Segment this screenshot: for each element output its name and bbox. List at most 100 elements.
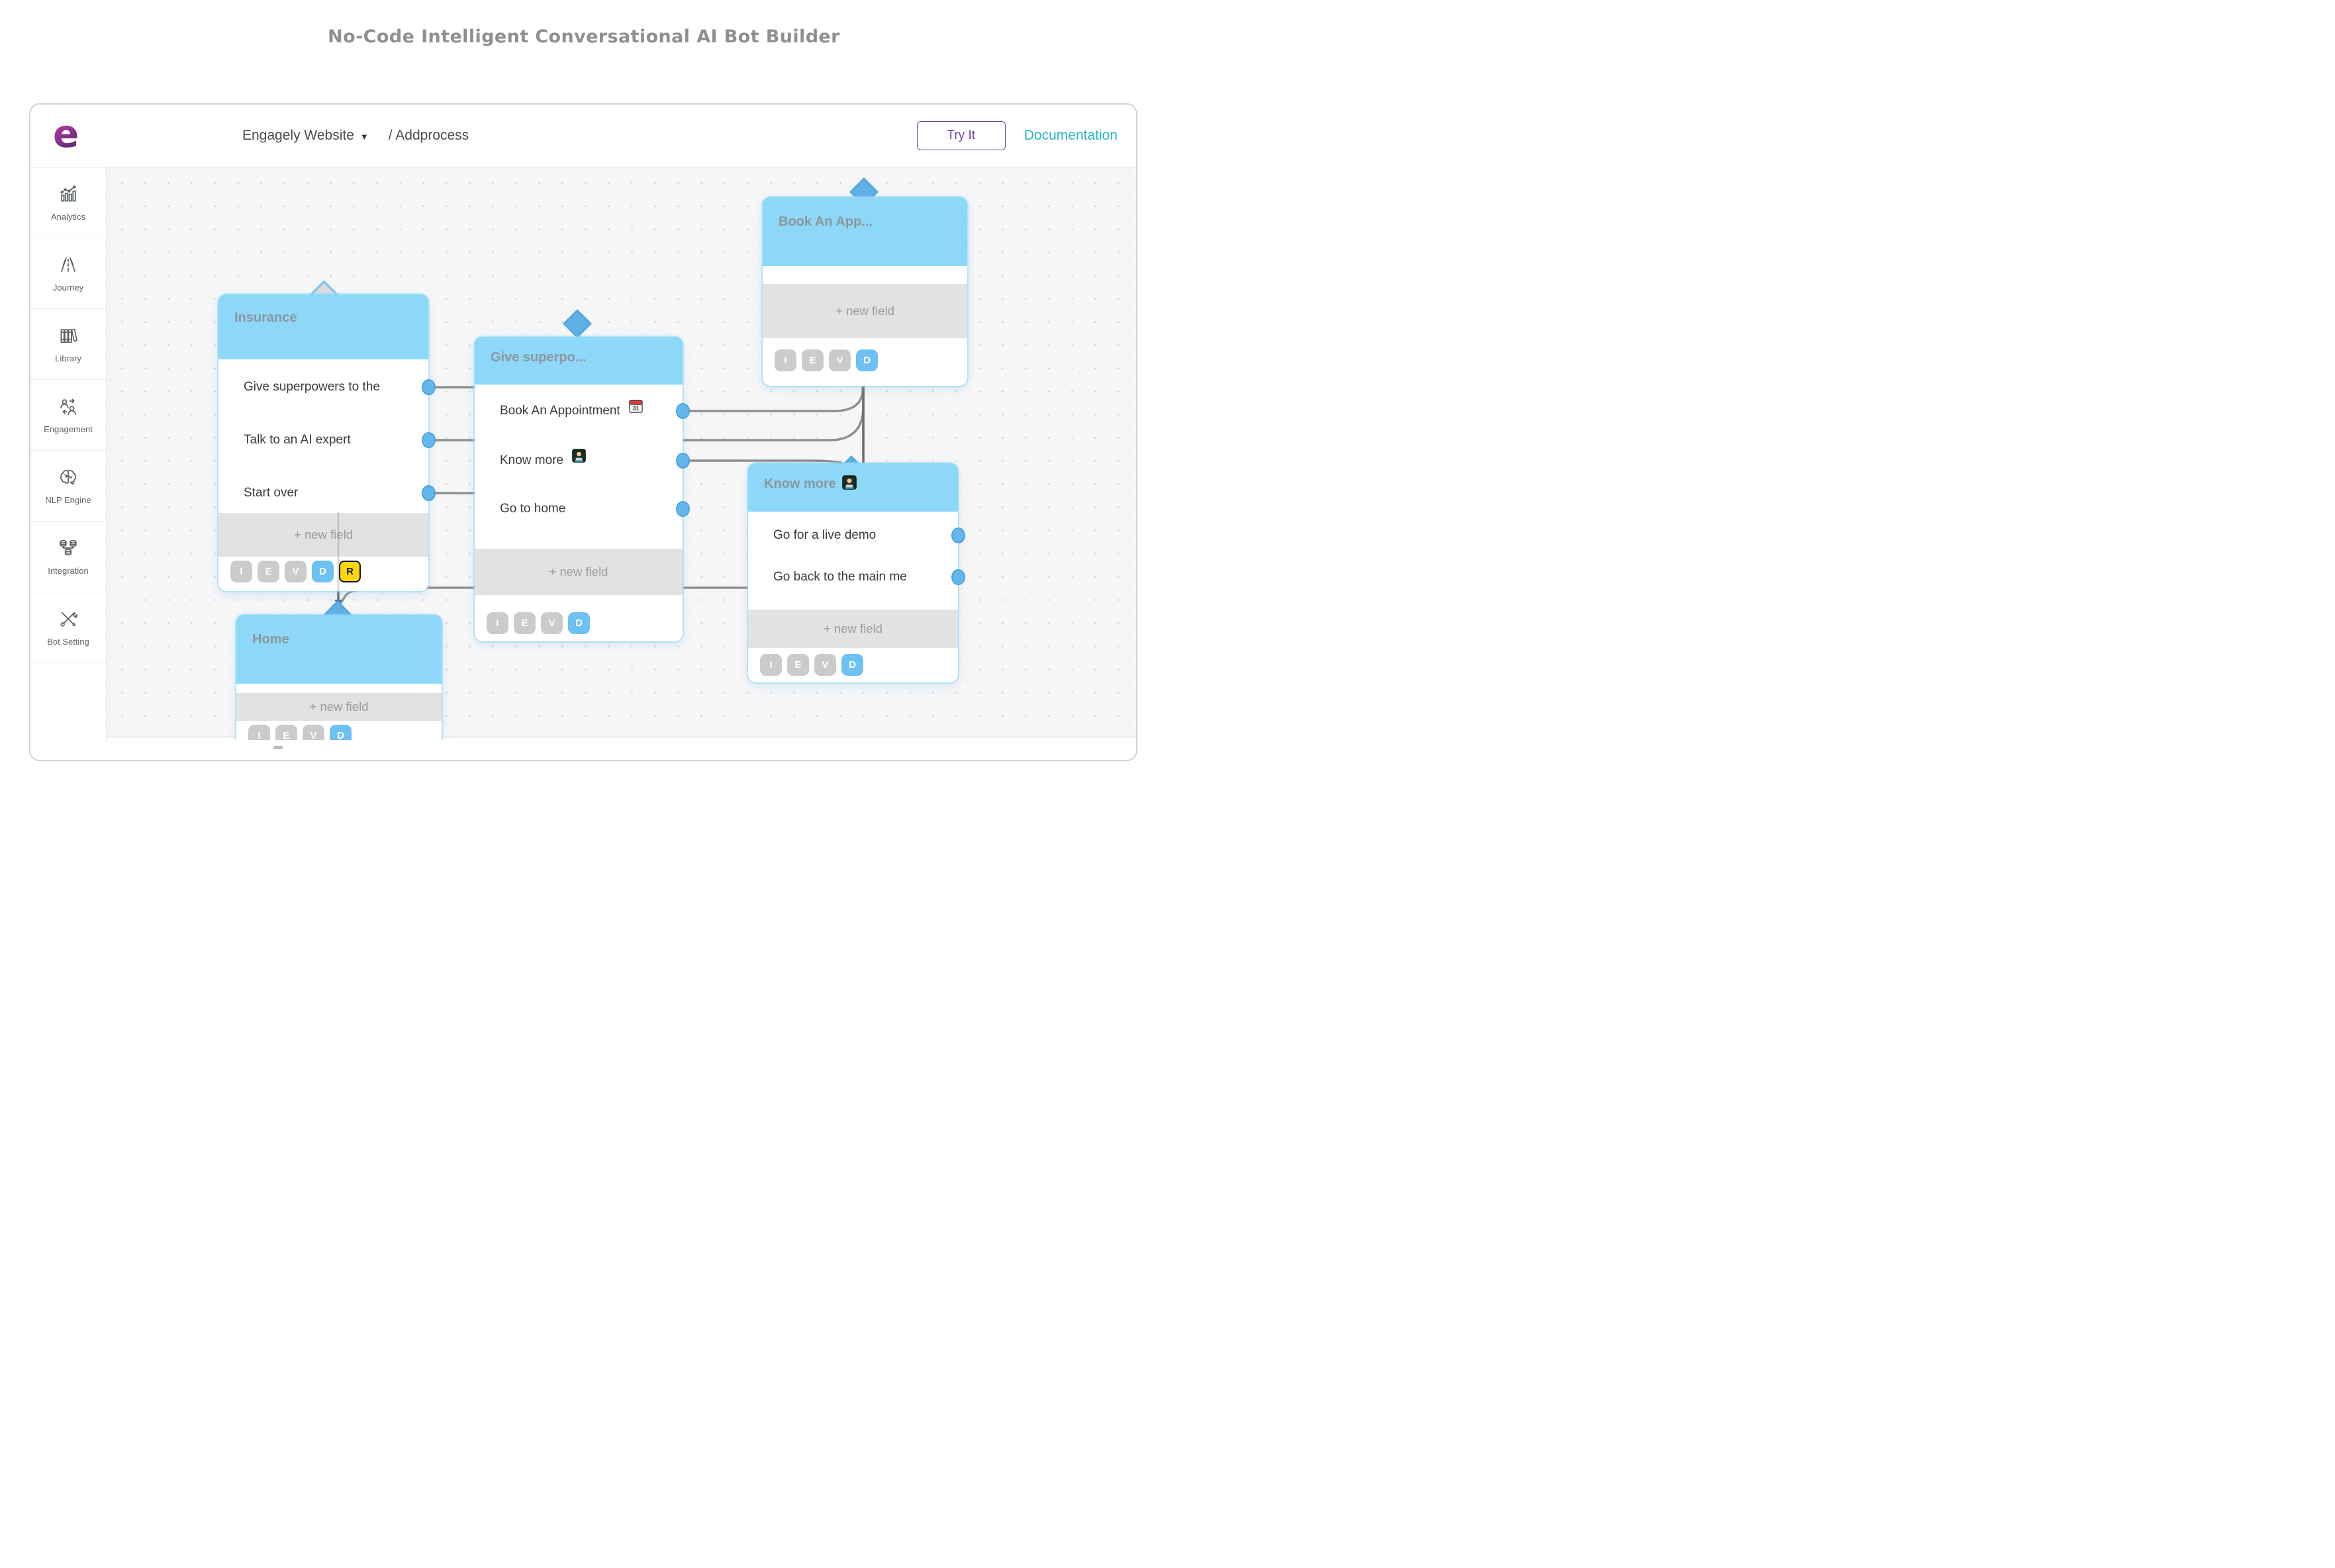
sidebar-item-bot-setting[interactable]: Bot Setting bbox=[30, 592, 106, 663]
node-title: Book An App... bbox=[779, 214, 873, 229]
node-field[interactable]: Know more bbox=[475, 441, 683, 481]
sidebar-item-library[interactable]: Library bbox=[30, 309, 106, 380]
node-field[interactable]: Go back to the main me bbox=[773, 570, 907, 584]
edit-button[interactable]: E bbox=[514, 612, 536, 634]
output-port[interactable] bbox=[676, 501, 690, 517]
flow-canvas[interactable]: Insurance Give superpowers to the Talk t… bbox=[107, 167, 1136, 740]
output-port[interactable] bbox=[422, 432, 436, 448]
output-port[interactable] bbox=[422, 485, 436, 501]
delete-button[interactable]: D bbox=[330, 725, 352, 740]
engagement-icon bbox=[58, 396, 78, 420]
page-title: No-Code Intelligent Conversational AI Bo… bbox=[328, 26, 840, 47]
node-title: Give superpo... bbox=[491, 350, 587, 365]
sidebar-item-label: Engagement bbox=[44, 424, 93, 434]
output-port[interactable] bbox=[422, 379, 436, 395]
sidebar-item-integration[interactable]: Integration bbox=[30, 522, 106, 592]
sidebar-item-label: Integration bbox=[48, 565, 89, 576]
node-field[interactable]: Book An Appointment 31 bbox=[475, 391, 683, 431]
edit-button[interactable]: E bbox=[802, 349, 824, 371]
svg-text:31: 31 bbox=[632, 405, 639, 412]
output-port[interactable] bbox=[676, 453, 690, 469]
node-title: Home bbox=[252, 632, 289, 647]
connector-line bbox=[681, 386, 864, 412]
technologist-icon bbox=[572, 441, 587, 479]
delete-button[interactable]: D bbox=[312, 561, 334, 582]
edit-button[interactable]: E bbox=[258, 561, 279, 582]
analytics-icon bbox=[58, 184, 78, 207]
node-actions: I E V D R bbox=[230, 561, 361, 582]
node-field[interactable]: Talk to an AI expert bbox=[244, 433, 351, 447]
node-actions: I E V D bbox=[775, 349, 878, 371]
sidebar-item-label: NLP Engine bbox=[45, 494, 91, 505]
try-it-button[interactable]: Try It bbox=[916, 121, 1006, 150]
breadcrumb: Engagely Website ▼ / Addprocess bbox=[242, 128, 469, 144]
node-actions: I E V D bbox=[487, 612, 590, 634]
node-header[interactable]: Know more bbox=[748, 463, 958, 512]
output-port[interactable] bbox=[951, 528, 965, 543]
header-actions: Try It Documentation bbox=[916, 121, 1124, 150]
node-actions: I E V D bbox=[760, 654, 863, 676]
sidebar-item-engagement[interactable]: Engagement bbox=[30, 380, 106, 451]
bot-name: Engagely Website bbox=[242, 128, 354, 143]
sidebar: Analytics Journey Library Engagement bbox=[30, 167, 107, 741]
edit-button[interactable]: E bbox=[787, 654, 809, 676]
technologist-icon bbox=[842, 475, 857, 494]
output-port[interactable] bbox=[676, 403, 690, 419]
nlp-engine-icon bbox=[58, 467, 78, 490]
output-port[interactable] bbox=[951, 569, 965, 585]
integration-icon bbox=[58, 538, 78, 561]
view-button[interactable]: V bbox=[814, 654, 836, 676]
sidebar-item-analytics[interactable]: Analytics bbox=[30, 167, 106, 238]
flow-node-know-more: Know more Go for a live demo Go back to … bbox=[748, 463, 965, 682]
info-button[interactable]: I bbox=[775, 349, 796, 371]
delete-button[interactable]: D bbox=[841, 654, 863, 676]
scrollbar-thumb[interactable] bbox=[273, 746, 283, 749]
delete-button[interactable]: D bbox=[568, 612, 590, 634]
sidebar-item-label: Library bbox=[55, 353, 81, 363]
flow-node-home: Home + new field I E V D bbox=[236, 615, 442, 740]
node-header[interactable]: Give superpo... bbox=[475, 337, 683, 385]
library-icon bbox=[58, 326, 78, 349]
node-field-label: Know more bbox=[500, 453, 564, 467]
view-button[interactable]: V bbox=[541, 612, 563, 634]
r-button[interactable]: R bbox=[339, 561, 361, 582]
add-new-field-button[interactable]: + new field bbox=[236, 693, 442, 721]
view-button[interactable]: V bbox=[285, 561, 307, 582]
info-button[interactable]: I bbox=[230, 561, 252, 582]
node-field[interactable]: Go to home bbox=[500, 502, 566, 516]
sidebar-item-nlp-engine[interactable]: NLP Engine bbox=[30, 451, 106, 522]
node-header[interactable]: Insurance bbox=[218, 295, 428, 359]
add-new-field-button[interactable]: + new field bbox=[475, 549, 683, 595]
horizontal-scrollbar[interactable] bbox=[107, 737, 1136, 760]
view-button[interactable]: V bbox=[829, 349, 851, 371]
delete-button[interactable]: D bbox=[856, 349, 878, 371]
info-button[interactable]: I bbox=[760, 654, 782, 676]
node-actions: I E V D bbox=[248, 725, 352, 740]
add-new-field-button[interactable]: + new field bbox=[748, 610, 958, 648]
sidebar-item-label: Analytics bbox=[50, 211, 86, 222]
app-header: e Engagely Website ▼ / Addprocess Try It… bbox=[30, 105, 1136, 167]
view-button[interactable]: V bbox=[303, 725, 324, 740]
chevron-down-icon: ▼ bbox=[359, 132, 369, 142]
node-field-label: Book An Appointment bbox=[500, 404, 620, 418]
flow-node-insurance: Insurance Give superpowers to the Talk t… bbox=[218, 295, 436, 591]
node-header[interactable]: Book An App... bbox=[763, 197, 967, 266]
engagely-logo-icon[interactable]: e bbox=[53, 115, 87, 153]
app-window: e Engagely Website ▼ / Addprocess Try It… bbox=[29, 103, 1137, 761]
node-header[interactable]: Home bbox=[236, 615, 442, 684]
node-field[interactable]: Give superpowers to the bbox=[244, 380, 380, 394]
info-button[interactable]: I bbox=[487, 612, 508, 634]
breadcrumb-path: / Addprocess bbox=[388, 128, 469, 143]
sidebar-item-label: Journey bbox=[52, 282, 84, 293]
node-field[interactable]: Start over bbox=[244, 486, 299, 500]
bot-selector-dropdown[interactable]: Engagely Website ▼ bbox=[242, 128, 369, 144]
sidebar-item-label: Bot Setting bbox=[47, 636, 89, 647]
sidebar-item-journey[interactable]: Journey bbox=[30, 238, 106, 309]
documentation-link[interactable]: Documentation bbox=[1024, 128, 1118, 143]
edit-button[interactable]: E bbox=[275, 725, 297, 740]
add-new-field-button[interactable]: + new field bbox=[763, 284, 967, 338]
info-button[interactable]: I bbox=[248, 725, 270, 740]
workspace: Analytics Journey Library Engagement bbox=[30, 167, 1136, 741]
add-new-field-button[interactable]: + new field bbox=[218, 513, 428, 557]
node-field[interactable]: Go for a live demo bbox=[773, 528, 877, 542]
